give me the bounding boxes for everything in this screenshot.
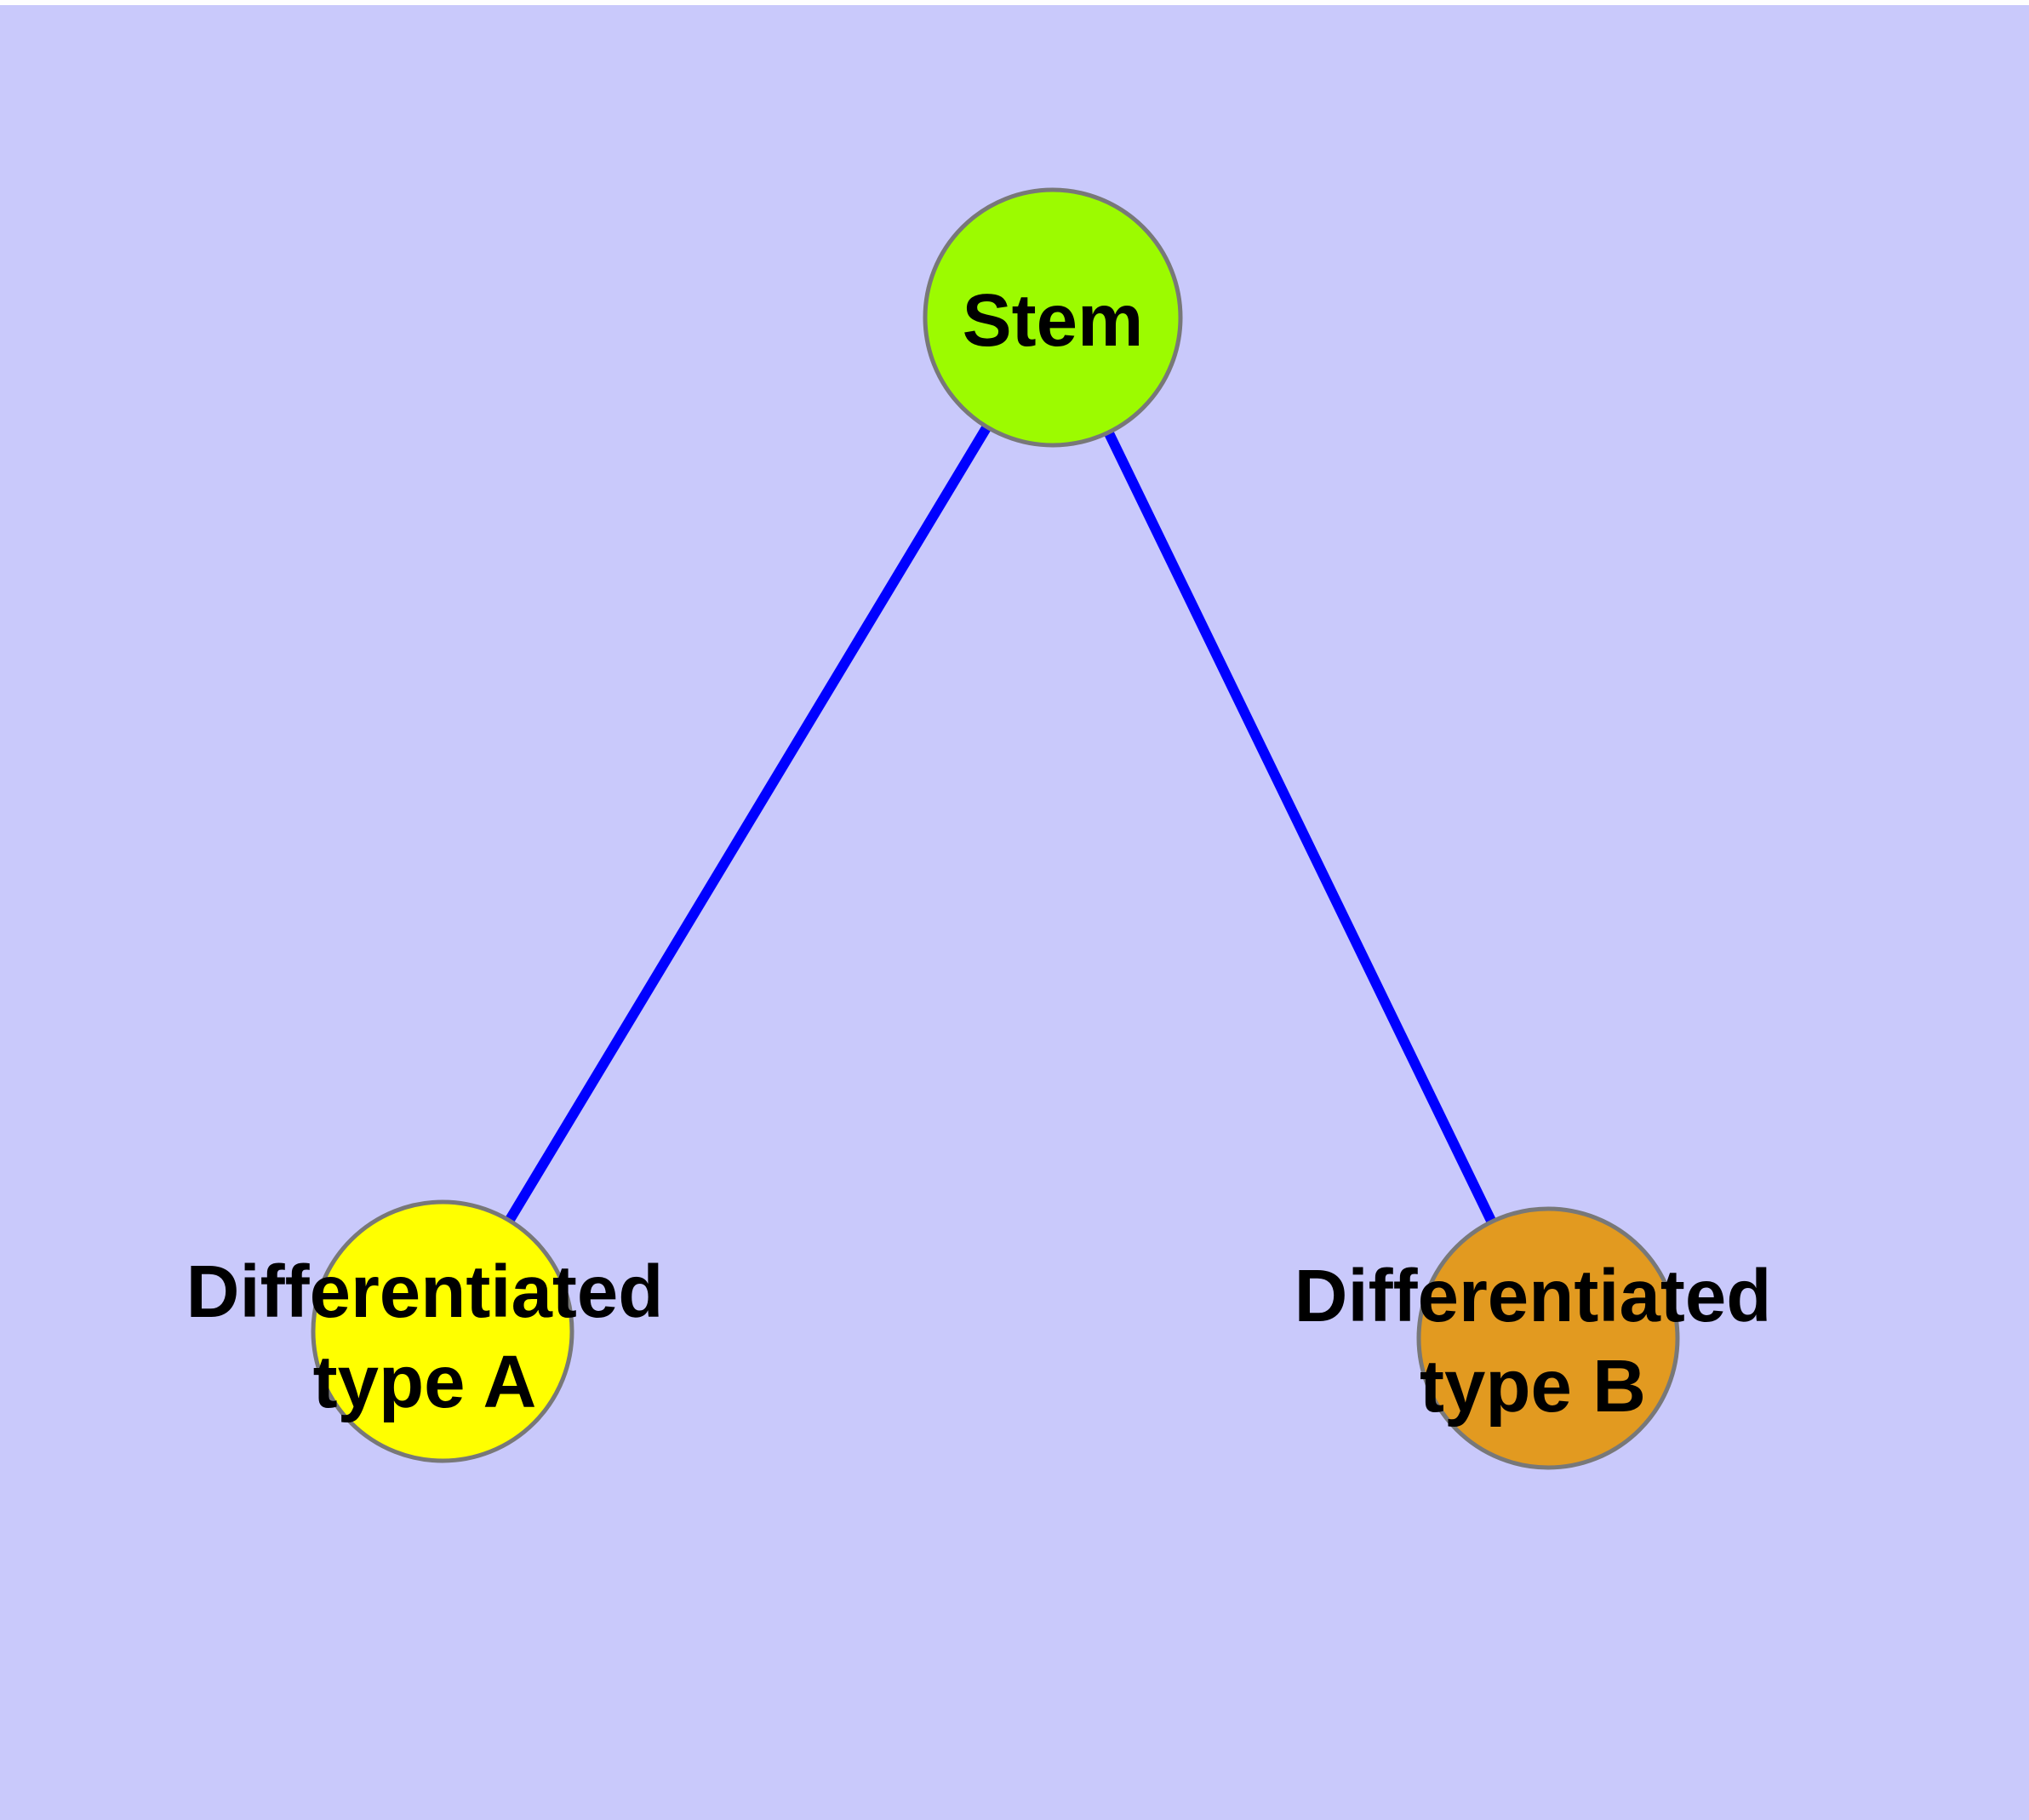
node-type-a-label-line2: type A	[313, 1341, 537, 1423]
top-margin-strip	[0, 0, 2029, 5]
node-type-b-label-line2: type B	[1420, 1345, 1646, 1428]
edge-stem-to-type-b	[1048, 315, 1553, 1341]
node-type-a-label-line1: Differentiated	[186, 1251, 664, 1333]
node-type-b-circle	[1416, 1206, 1680, 1470]
node-differentiated-type-b: Differentiated type B	[1295, 1206, 1772, 1470]
node-stem-circle	[923, 187, 1183, 448]
node-differentiated-type-a: Differentiated type A	[186, 1199, 664, 1463]
node-type-a-circle	[311, 1199, 574, 1463]
node-stem-label: Stem	[963, 279, 1144, 362]
node-type-b-label-line1: Differentiated	[1295, 1255, 1772, 1337]
edge-stem-to-type-a	[437, 314, 1058, 1335]
node-stem: Stem	[923, 187, 1183, 448]
